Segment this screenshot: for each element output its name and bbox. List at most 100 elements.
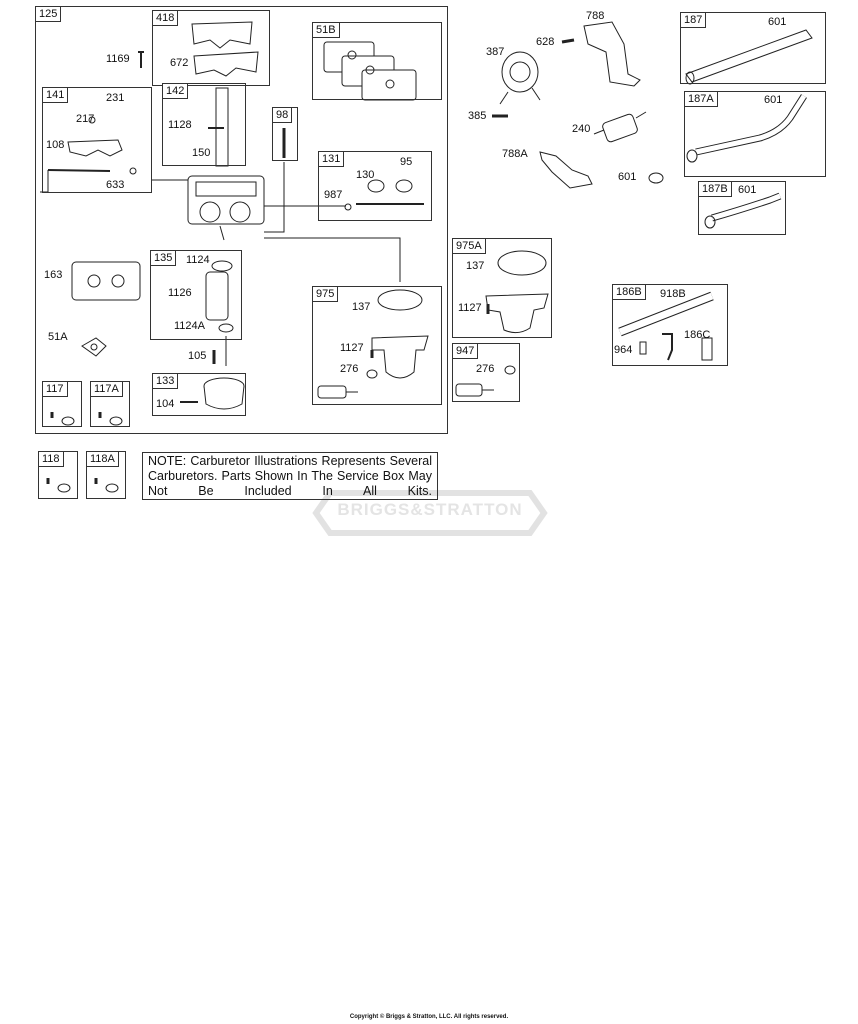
watermark-text: BRIGGS&STRATTON [337,500,523,519]
group-975 [312,286,442,405]
part-label-163: 163 [44,269,63,281]
part-label-601-a: 601 [618,171,637,183]
group-125 [35,6,448,434]
part-975-fuel-bowl [371,335,429,379]
part-label-601-b: 601 [768,16,787,28]
part-label-387: 387 [486,46,505,58]
part-label-633: 633 [106,179,125,191]
part-label-788A: 788A [502,148,528,160]
box-label-187B: 187B [698,181,732,197]
part-118-screw [46,478,71,493]
part-label-231: 231 [106,92,125,104]
part-label-1124A: 1124A [174,320,205,332]
part-788-bracket [583,21,641,87]
part-label-95: 95 [400,156,413,168]
box-label-117: 117 [42,381,68,397]
group-133 [152,373,246,416]
box-label-975: 975 [312,286,339,302]
part-label-628: 628 [536,36,555,48]
box-label-418: 418 [152,10,179,26]
part-137-oring-b [497,250,547,276]
part-label-276-a: 276 [340,363,359,375]
part-label-137-b: 137 [466,260,485,272]
part-label-1169: 1169 [106,53,130,65]
group-187 [680,12,826,84]
box-label-118: 118 [38,451,64,467]
part-label-385: 385 [468,110,487,122]
part-240-fuel-filter [593,111,647,143]
group-975A [452,238,552,338]
part-947-solenoid [455,383,494,397]
part-964-plug [639,341,647,355]
part-label-51A: 51A [48,331,68,343]
part-label-918B: 918B [660,288,686,300]
part-163-gasket [71,261,141,301]
part-975A-fuel-bowl [485,293,549,334]
part-label-186C: 186C [684,329,711,341]
box-label-117A: 117A [90,381,123,397]
box-label-133: 133 [152,373,179,389]
box-label-135: 135 [150,250,177,266]
group-418 [152,10,270,86]
part-label-1128: 1128 [168,119,192,131]
part-label-987: 987 [324,189,343,201]
part-label-108: 108 [46,139,65,151]
part-601-clamp-a [648,172,664,184]
part-130-diaphragms [367,179,413,193]
part-117A-screw [98,412,123,426]
part-label-1126: 1126 [168,287,192,299]
part-label-601-c: 601 [764,94,783,106]
part-975-solenoid [317,385,358,399]
part-label-217: 217 [76,113,95,125]
group-947 [452,343,520,402]
box-label-975A: 975A [452,238,486,254]
part-1169-screw [138,51,144,68]
carburetor-note: NOTE: Carburetor Illustrations Represent… [142,452,438,500]
part-133-bowl [203,377,245,410]
part-51A-gasket [81,337,107,357]
part-108-plate [67,139,123,157]
part-387-fuel-pump [499,51,541,105]
box-label-947: 947 [452,343,479,359]
part-label-601-d: 601 [738,184,757,196]
box-label-142: 142 [162,83,189,99]
group-142 [162,83,246,166]
part-1124A-ring [218,323,234,333]
box-label-98: 98 [272,107,293,123]
part-628-screw [561,38,575,44]
group-187A [684,91,826,177]
part-label-150: 150 [192,147,211,159]
part-label-964: 964 [614,344,633,356]
group-186B [612,284,728,366]
part-633-shaft [47,169,111,172]
group-141 [42,87,152,193]
part-117-screw [50,412,75,426]
part-label-105: 105 [188,350,207,362]
part-137-oring-a [377,289,423,311]
part-788A-bracket [539,151,593,189]
part-187-fuel-line [685,29,813,85]
part-label-1127-b: 1127 [458,302,482,314]
group-187B [698,181,786,235]
part-118A-screw [94,478,119,493]
box-label-131: 131 [318,151,345,167]
box-label-187: 187 [680,12,707,28]
box-label-186B: 186B [612,284,646,300]
box-label-141: 141 [42,87,69,103]
watermark-logo-shape [312,490,548,536]
part-label-672: 672 [170,57,189,69]
part-1126-float [205,260,233,321]
part-label-276-b: 276 [476,363,495,375]
box-label-51B: 51B [312,22,340,38]
part-label-1124: 1124 [186,254,210,266]
part-label-104: 104 [156,398,175,410]
part-label-130: 130 [356,169,375,181]
part-672-gasket [191,21,259,77]
box-label-118A: 118A [86,451,119,467]
copyright-footer: Copyright © Briggs & Stratton, LLC. All … [349,1014,509,1020]
group-51B [312,22,442,100]
part-label-788: 788 [586,10,605,22]
box-label-187A: 187A [684,91,718,107]
part-label-137-a: 137 [352,301,371,313]
